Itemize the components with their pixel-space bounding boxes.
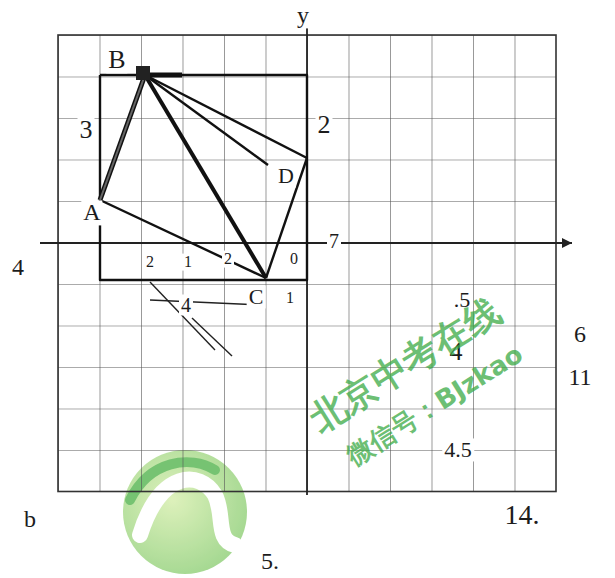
axis-number: 0 [288, 251, 300, 268]
note-number: 5. [259, 550, 281, 575]
note-number: 11 [566, 365, 593, 390]
point-label: A [81, 200, 102, 225]
axis-number: 1 [284, 290, 296, 307]
note-number: b [22, 507, 38, 532]
note-number: 14. [503, 500, 542, 529]
axis-number: 2 [144, 254, 156, 271]
note-number: 6 [572, 322, 588, 347]
point-mark [136, 66, 150, 80]
note-number: 7 [327, 231, 341, 252]
note-number: 4 [10, 255, 26, 280]
axis-label: y [295, 3, 311, 28]
side-label: 2 [316, 111, 333, 138]
point-label: D [276, 164, 296, 187]
note-number: 4 [179, 295, 193, 316]
geometry-figure [100, 75, 307, 280]
axis-arrow [562, 238, 572, 248]
point-label: C [247, 285, 266, 308]
axis-number: 1 [182, 254, 194, 271]
axis-number: 2 [222, 251, 234, 268]
side-label: 3 [78, 116, 95, 143]
scribble-lines [150, 282, 260, 356]
note-number: 4.5 [442, 438, 474, 461]
point-label: B [106, 46, 127, 73]
